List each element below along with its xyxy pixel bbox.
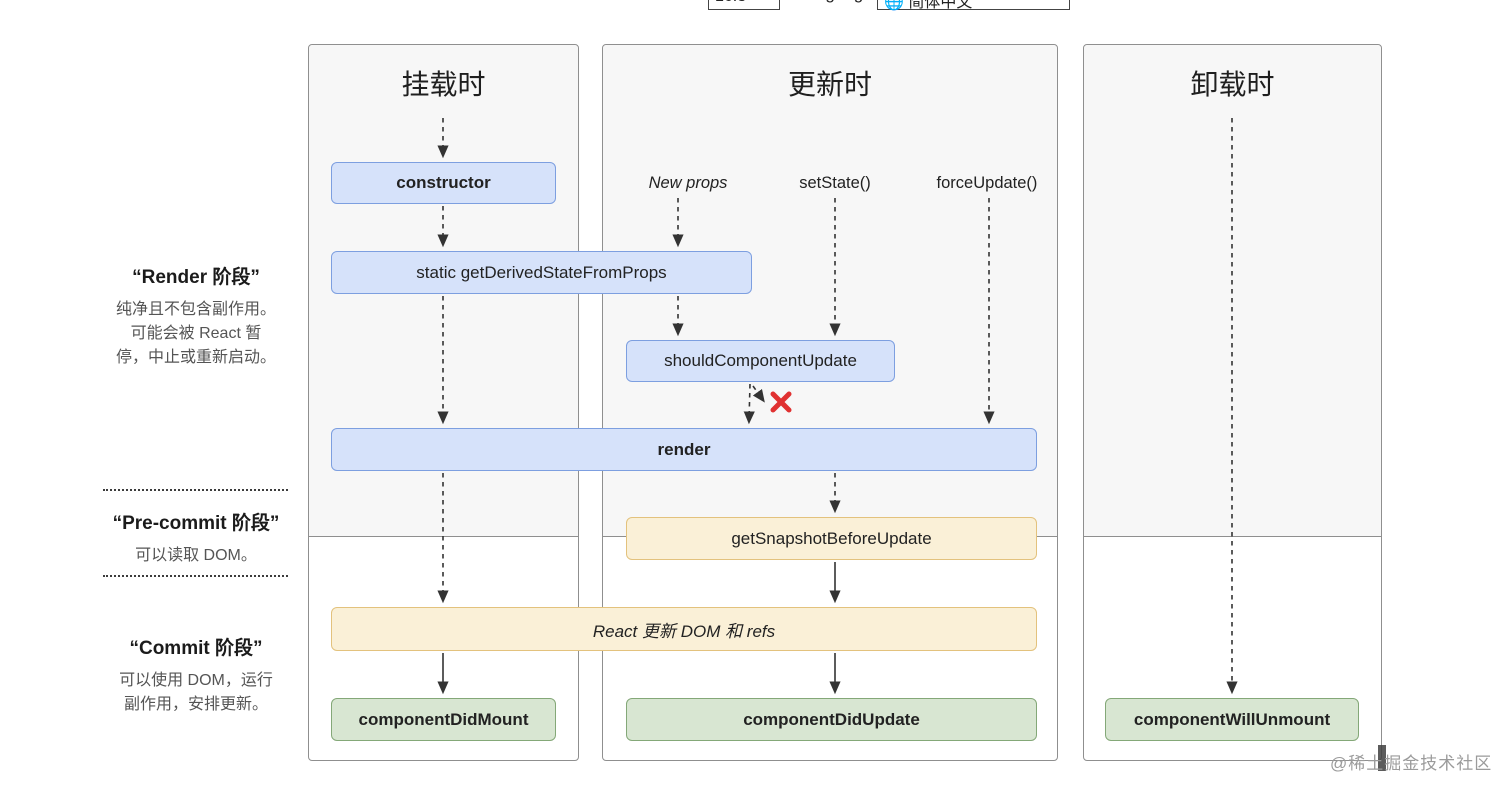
node-react-updates-dom: React 更新 DOM 和 refs	[331, 607, 1037, 651]
pre-commit-phase-title: “Pre-commit 阶段”	[112, 513, 280, 534]
react-version-select[interactable]: 16.3	[708, 0, 780, 10]
column-mounting-title: 挂载时	[401, 69, 486, 100]
commit-phase-description: 可以使用 DOM，运行 副作用，安排更新。	[119, 672, 273, 713]
language-select[interactable]: 🌐 简体中文	[877, 0, 1070, 11]
column-unmounting: 卸载时	[1083, 44, 1382, 761]
language-label: Language	[797, 0, 873, 12]
phase-separator-bottom	[103, 575, 288, 577]
node-component-did-update[interactable]: componentDidUpdate	[626, 698, 1037, 741]
commit-phase-note: “Commit 阶段” 可以使用 DOM，运行 副作用，安排更新。	[96, 633, 296, 717]
column-updating: 更新时	[602, 44, 1058, 761]
watermark-text: @稀土掘金技术社区	[1330, 754, 1493, 773]
node-component-will-unmount[interactable]: componentWillUnmount	[1105, 698, 1359, 741]
node-component-did-mount[interactable]: componentDidMount	[331, 698, 556, 741]
render-phase-note: “Render 阶段” 纯净且不包含副作用。 可能会被 React 暂 停，中止…	[96, 262, 296, 370]
node-render[interactable]: render	[331, 428, 1037, 471]
commit-phase-title: “Commit 阶段”	[129, 638, 263, 659]
trigger-set-state[interactable]: setState()	[799, 174, 871, 192]
trigger-new-props: New props	[648, 174, 728, 192]
node-constructor[interactable]: constructor	[331, 162, 556, 204]
render-phase-title: “Render 阶段”	[132, 267, 260, 288]
node-get-snapshot-before-update[interactable]: getSnapshotBeforeUpdate	[626, 517, 1037, 560]
node-get-derived-state-from-props[interactable]: static getDerivedStateFromProps	[331, 251, 752, 294]
trigger-force-update[interactable]: forceUpdate()	[936, 174, 1038, 192]
pre-commit-phase-description: 可以读取 DOM。	[135, 547, 257, 564]
column-updating-title: 更新时	[787, 69, 872, 100]
render-phase-description: 纯净且不包含副作用。 可能会被 React 暂 停，中止或重新启动。	[115, 301, 276, 366]
node-should-component-update[interactable]: shouldComponentUpdate	[626, 340, 895, 382]
pre-commit-phase-note: “Pre-commit 阶段” 可以读取 DOM。	[96, 508, 296, 568]
column-mounting: 挂载时	[308, 44, 579, 761]
column-unmounting-title: 卸载时	[1190, 69, 1275, 100]
phase-separator-top	[103, 489, 288, 491]
render-phase-shade	[1084, 45, 1381, 537]
react-version-label: React version	[600, 0, 704, 12]
watermark-logo-bar	[1378, 745, 1386, 771]
